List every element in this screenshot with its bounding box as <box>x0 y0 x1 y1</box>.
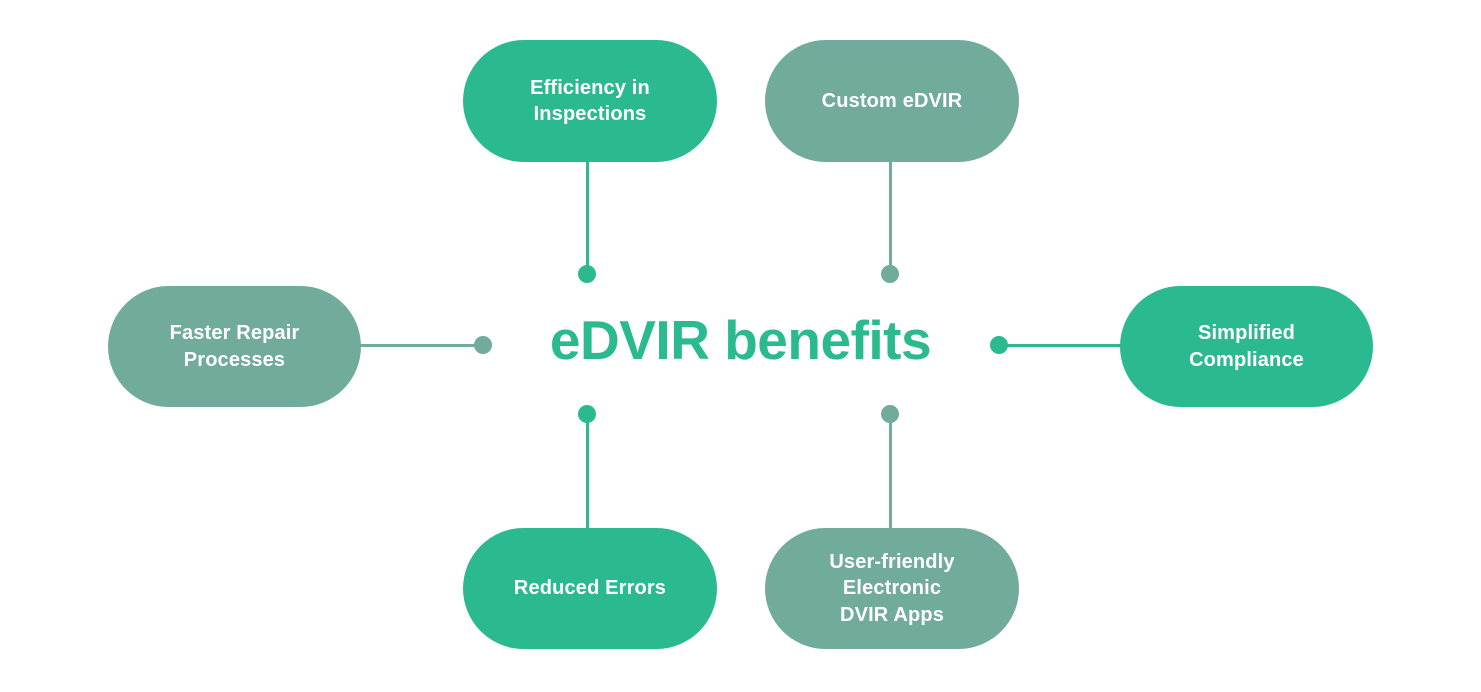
node-label-line-1: Faster Repair <box>169 322 300 345</box>
connector-dot-faster-repair-processes <box>474 336 492 354</box>
node-label-efficiency-in-inspections: Efficiency in Inspections <box>530 75 650 128</box>
node-efficiency-in-inspections[interactable]: Efficiency in Inspections <box>463 40 717 162</box>
node-label-user-friendly-electronic-dvir-apps: User-friendly Electronic DVIR Apps <box>829 549 954 628</box>
node-label-line-1: Custom eDVIR <box>821 89 963 112</box>
node-user-friendly-electronic-dvir-apps[interactable]: User-friendly Electronic DVIR Apps <box>765 528 1019 649</box>
connector-line-reduced-errors <box>586 418 589 530</box>
node-custom-edvir[interactable]: Custom eDVIR <box>765 40 1019 162</box>
node-label-line-1: Simplified <box>1197 322 1296 345</box>
node-label-faster-repair-processes: Faster Repair Processes <box>170 320 300 373</box>
connector-line-user-friendly-electronic-dvir-apps <box>889 418 892 530</box>
center-title: eDVIR benefits <box>549 309 932 371</box>
node-label-line-2: Compliance <box>1189 348 1304 371</box>
node-label-line-2: Processes <box>183 348 286 371</box>
node-label-line-2: Electronic <box>842 577 942 600</box>
node-label-line-1: Efficiency in <box>530 76 650 99</box>
node-reduced-errors[interactable]: Reduced Errors <box>463 528 717 649</box>
connector-line-custom-edvir <box>889 160 892 270</box>
connector-line-faster-repair-processes <box>358 344 486 347</box>
node-label-line-3: DVIR Apps <box>840 603 944 626</box>
connector-line-efficiency-in-inspections <box>586 160 589 270</box>
node-label-custom-edvir: Custom eDVIR <box>822 88 963 114</box>
node-label-line-1: User-friendly <box>829 550 955 573</box>
node-label-line-2: Inspections <box>533 103 647 125</box>
connector-dot-user-friendly-electronic-dvir-apps <box>881 405 899 423</box>
connector-dot-efficiency-in-inspections <box>578 265 596 283</box>
node-faster-repair-processes[interactable]: Faster Repair Processes <box>108 286 361 407</box>
connector-dot-custom-edvir <box>881 265 899 283</box>
node-label-simplified-compliance: Simplified Compliance <box>1189 320 1304 373</box>
node-label-reduced-errors: Reduced Errors <box>514 575 666 601</box>
connector-dot-reduced-errors <box>578 405 596 423</box>
node-simplified-compliance[interactable]: Simplified Compliance <box>1120 286 1373 407</box>
node-label-line-1: Reduced Errors <box>513 577 667 600</box>
connector-line-simplified-compliance <box>998 344 1124 347</box>
connector-dot-simplified-compliance <box>990 336 1008 354</box>
